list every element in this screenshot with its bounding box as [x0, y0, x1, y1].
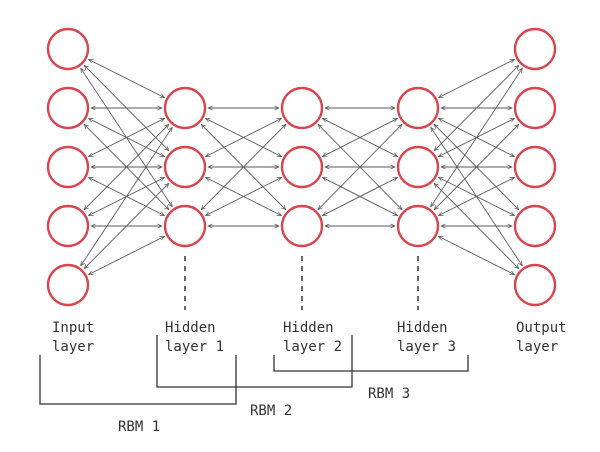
neuron-layer-3-1: [396, 145, 440, 189]
connection-l1n2-l2n1: [206, 176, 282, 217]
neuron-layer-4-3: [513, 204, 557, 248]
neuron-layer-1-1: [163, 145, 207, 189]
rbm-1-label: RBM 1: [118, 419, 160, 435]
connection-l0n4-l1n2: [89, 235, 165, 276]
neuron-layer-0-1: [46, 86, 90, 130]
connections: [81, 58, 523, 276]
rbm-2-label: RBM 2: [250, 403, 292, 419]
connection-l2n2-l3n1: [323, 177, 398, 216]
rbm-2-bracket: [156, 335, 353, 388]
neuron-layer-0-3: [46, 204, 90, 248]
neuron-layer-0-0: [46, 27, 90, 71]
neuron-layer-1-2: [163, 204, 207, 248]
connection-l3n2-l4n2: [439, 176, 515, 217]
connection-l3n2-l4n0: [431, 68, 523, 207]
neuron-layer-4-2: [513, 145, 557, 189]
neurons: [46, 27, 557, 307]
rbm-3-bracket: [273, 355, 469, 372]
neuron-layer-4-4: [513, 263, 557, 307]
hidden-layer-1-label: Hidden layer 1: [165, 320, 224, 355]
hidden-layer-3-label: Hidden layer 3: [397, 320, 456, 355]
neuron-layer-2-1: [280, 145, 324, 189]
neuron-layer-4-1: [513, 86, 557, 130]
neuron-layer-2-0: [280, 86, 324, 130]
connection-l3n2-l4n4: [439, 235, 515, 276]
connection-l0n4-l1n0: [81, 127, 173, 266]
hidden-layer-2-label: Hidden layer 2: [283, 320, 342, 355]
output-layer-label: Output layer: [516, 320, 575, 355]
neuron-layer-3-2: [396, 204, 440, 248]
neuron-layer-0-4: [46, 263, 90, 307]
rbm-3-label: RBM 3: [368, 386, 410, 402]
neuron-layer-1-0: [163, 86, 207, 130]
neuron-layer-3-0: [396, 86, 440, 130]
connection-l0n0-l1n0: [89, 58, 165, 99]
neuron-layer-2-2: [280, 204, 324, 248]
input-layer-label: Input layer: [52, 320, 103, 355]
dashed-drop-lines: [184, 256, 419, 310]
neuron-layer-0-2: [46, 145, 90, 189]
connection-l3n0-l4n0: [439, 58, 515, 99]
neuron-layer-4-0: [513, 27, 557, 71]
rbm-1-bracket: [39, 355, 237, 405]
